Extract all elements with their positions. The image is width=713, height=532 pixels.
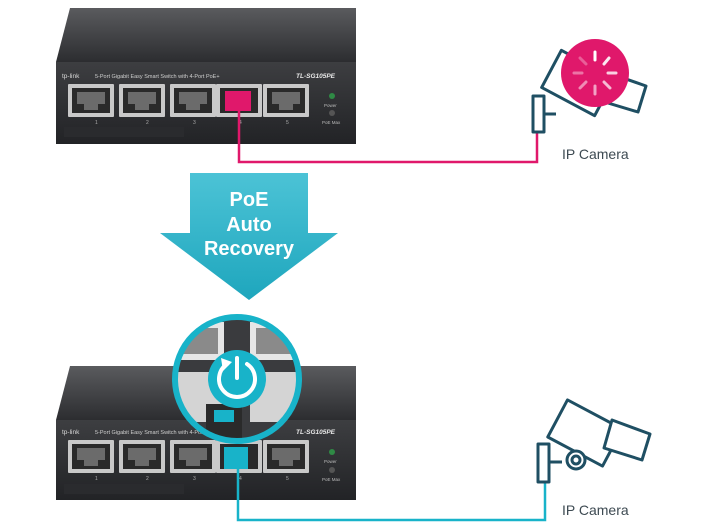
top-poe-max-led [329,110,335,116]
top-switch-model: TL-SG105PE [296,73,336,80]
bottom-poe-max-led-label: PoE Max [322,477,341,482]
bottom-port-number: 5 [286,476,289,482]
bottom-port-5 [263,440,309,473]
bottom-switch-model: TL-SG105PE [296,429,336,436]
camera-bottom: IP Camera [536,398,652,518]
bottom-port-3 [170,440,216,473]
arrow-text-line-3: Recovery [204,238,295,260]
arrow-text-line-1: PoE [230,189,269,211]
recovery-arrow: PoE Auto Recovery [160,173,338,300]
bottom-power-led-label: Power [324,459,337,464]
bottom-switch-brand: tp-link [62,429,80,436]
zoom-ring [172,314,302,444]
camera-top-label: IP Camera [562,146,629,162]
top-port-4-faulty [216,84,262,117]
top-port-1 [68,84,114,117]
top-port-3 [170,84,216,117]
top-port-2 [119,84,165,117]
top-power-led-label: Power [324,103,337,108]
power-recovery-icon [208,350,266,408]
loading-spinner-icon [561,39,629,107]
camera-bottom-label: IP Camera [562,502,629,518]
top-switch: tp-link 5-Port Gigabit Easy Smart Switch… [56,8,356,144]
top-port-number: 4 [239,120,242,126]
bottom-switch-description: 5-Port Gigabit Easy Smart Switch with 4-… [95,430,220,436]
bottom-switch-fine-print [64,484,184,494]
top-switch-lid [56,8,356,62]
bottom-power-led [329,449,335,455]
top-port-number: 2 [146,120,149,126]
top-switch-brand: tp-link [62,73,80,80]
top-switch-description: 5-Port Gigabit Easy Smart Switch with 4-… [95,74,220,80]
bottom-port-4-recovered [216,440,262,473]
bottom-port-number: 2 [146,476,149,482]
bottom-port-2 [119,440,165,473]
arrow-text-line-2: Auto [226,214,272,236]
bottom-port-1 [68,440,114,473]
top-switch-fine-print [64,127,184,137]
top-poe-max-led-label: PoE Max [322,120,341,125]
bottom-poe-max-led [329,467,335,473]
arrow-shape [160,173,338,300]
top-power-led [329,93,335,99]
bottom-port-number: 1 [95,476,98,482]
bottom-port-number: 3 [193,476,196,482]
top-port-number: 1 [95,120,98,126]
top-port-5 [263,84,309,117]
camera-top: IP Camera [531,39,648,162]
top-port-number: 3 [193,120,196,126]
recovered-cable [236,460,547,522]
bottom-port-number: 4 [239,476,242,482]
ip-camera-icon [536,398,652,484]
faulty-cable [237,108,539,164]
top-port-number: 5 [286,120,289,126]
